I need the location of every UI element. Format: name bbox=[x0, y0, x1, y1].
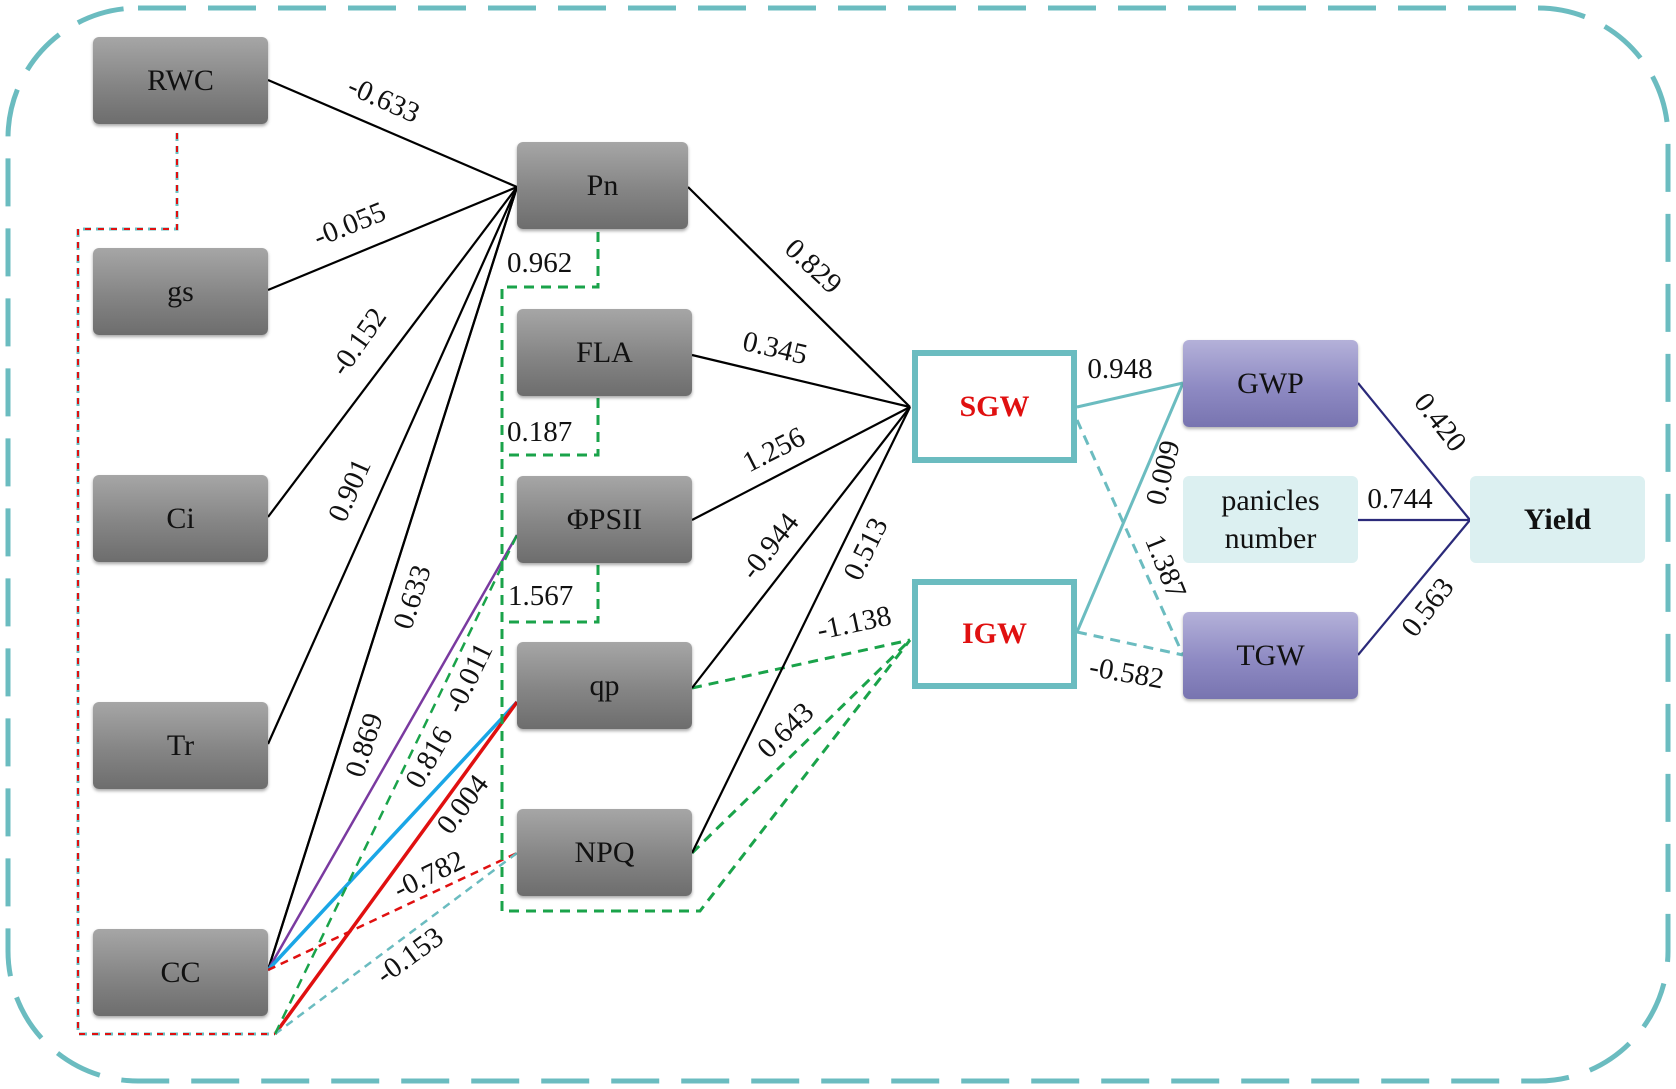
outer-dashed-frame bbox=[5, 5, 1671, 1084]
edges-to-pn bbox=[266, 78, 519, 971]
edge-phipsii-sgw bbox=[691, 406, 911, 521]
edge-cc-phipsii-green-dashed bbox=[273, 534, 519, 1035]
node-igw-label: IGW bbox=[961, 617, 1027, 651]
edge-cc-npq-path bbox=[266, 186, 519, 971]
coef-fla-phipsii: 0.187 bbox=[507, 416, 572, 448]
coef-cc-npq-dashed: -0.153 bbox=[370, 921, 449, 991]
node-phipsii: ΦPSII bbox=[517, 476, 692, 563]
node-sgw-label: SGW bbox=[959, 389, 1030, 423]
edge-tr-pn bbox=[266, 186, 519, 745]
edge-cc-phipsii bbox=[266, 534, 519, 971]
node-gwp: GWP bbox=[1183, 340, 1358, 427]
node-pn: Pn bbox=[517, 142, 688, 229]
node-sgw: SGW bbox=[912, 350, 1077, 463]
edge-ci-pn bbox=[267, 186, 518, 518]
node-igw: IGW bbox=[912, 579, 1077, 689]
middle-green-brackets bbox=[500, 232, 912, 913]
node-npq-label: NPQ bbox=[574, 835, 635, 869]
node-yield-label: Yield bbox=[1523, 502, 1592, 536]
node-panicles-line2: number bbox=[1224, 521, 1317, 555]
node-yield: Yield bbox=[1470, 476, 1645, 563]
coef-sgw-gwp: 0.948 bbox=[1087, 353, 1152, 385]
node-cc-label: CC bbox=[160, 955, 201, 989]
edge-gs-pn bbox=[267, 185, 518, 292]
coef-qp-sgw: -0.944 bbox=[734, 507, 806, 586]
node-npq: NPQ bbox=[517, 809, 692, 896]
edge-qp-igw-dashed bbox=[691, 638, 911, 690]
coef-panicles-yield: 0.744 bbox=[1367, 483, 1433, 515]
node-panicles-line1: panicles bbox=[1221, 484, 1320, 517]
coef-qp-igw: -1.138 bbox=[814, 600, 894, 647]
edge-npq-sgw bbox=[691, 406, 911, 854]
edge-sgw-gwp bbox=[1076, 381, 1184, 409]
edge-fla-sgw bbox=[691, 353, 911, 409]
node-tr: Tr bbox=[93, 702, 268, 789]
node-qp-label: qp bbox=[589, 668, 620, 702]
node-gwp-label: GWP bbox=[1237, 366, 1304, 400]
node-rwc: RWC bbox=[93, 37, 268, 124]
coef-gwp-yield: 0.420 bbox=[1407, 387, 1472, 458]
edge-tgw-yield bbox=[1357, 519, 1471, 656]
edge-sgw-tgw bbox=[1075, 419, 1185, 656]
coef-cc-qp: 0.004 bbox=[430, 768, 495, 840]
edges-to-sgw bbox=[687, 186, 911, 854]
node-gs-label: gs bbox=[167, 274, 194, 308]
coef-npq-igw: 0.643 bbox=[751, 696, 820, 764]
coef-rwc-pn: -0.633 bbox=[343, 70, 424, 130]
node-pn-label: Pn bbox=[586, 168, 619, 202]
edge-qp-sgw bbox=[691, 406, 911, 689]
rwc-cc-bracket-red bbox=[77, 133, 275, 1035]
edge-npq-igw-dashed bbox=[690, 638, 912, 855]
node-fla-label: FLA bbox=[576, 335, 633, 369]
edges-to-yield bbox=[1357, 382, 1471, 656]
node-gs: gs bbox=[93, 248, 268, 335]
node-phipsii-label: ΦPSII bbox=[566, 502, 643, 536]
node-tgw: TGW bbox=[1183, 612, 1358, 699]
coef-phipsii-sgw: 1.256 bbox=[738, 421, 811, 479]
edge-cc-npq-red-dashed bbox=[267, 851, 518, 972]
bracket-phipsii-qp bbox=[502, 565, 600, 624]
coef-tgw-yield: 0.563 bbox=[1395, 572, 1460, 643]
edge-igw-tgw bbox=[1076, 630, 1184, 657]
edge-gwp-yield bbox=[1357, 382, 1471, 521]
edge-rwc-pn bbox=[267, 78, 518, 189]
node-panicles-number: panicles number bbox=[1183, 476, 1358, 563]
node-ci: Ci bbox=[93, 475, 268, 562]
edge-igw-gwp bbox=[1075, 382, 1185, 633]
node-rwc-label: RWC bbox=[147, 63, 214, 97]
edge-pn-sgw bbox=[687, 186, 911, 408]
bracket-fla-phipsii bbox=[502, 398, 600, 457]
node-fla: FLA bbox=[517, 309, 692, 396]
coef-ci-pn: -0.152 bbox=[324, 302, 393, 382]
coef-pn-fla: 0.962 bbox=[507, 247, 572, 279]
node-tr-label: Tr bbox=[166, 728, 195, 762]
node-ci-label: Ci bbox=[166, 501, 195, 535]
bracket-pn-fla bbox=[500, 232, 912, 913]
edge-cc-qp-red bbox=[273, 700, 519, 1036]
coef-fla-sgw: 0.345 bbox=[740, 325, 811, 371]
coef-igw-tgw: -0.582 bbox=[1087, 651, 1166, 696]
coef-phipsii-qp: 1.567 bbox=[508, 580, 573, 612]
node-cc: CC bbox=[93, 929, 268, 1016]
node-qp: qp bbox=[517, 642, 692, 729]
edge-cc-qp-blue bbox=[266, 700, 519, 972]
coef-igw-gwp: 0.009 bbox=[1140, 437, 1187, 508]
coef-pn-sgw: 0.829 bbox=[778, 232, 848, 300]
coef-npq-sgw: 0.513 bbox=[837, 513, 894, 586]
node-tgw-label: TGW bbox=[1236, 638, 1305, 672]
